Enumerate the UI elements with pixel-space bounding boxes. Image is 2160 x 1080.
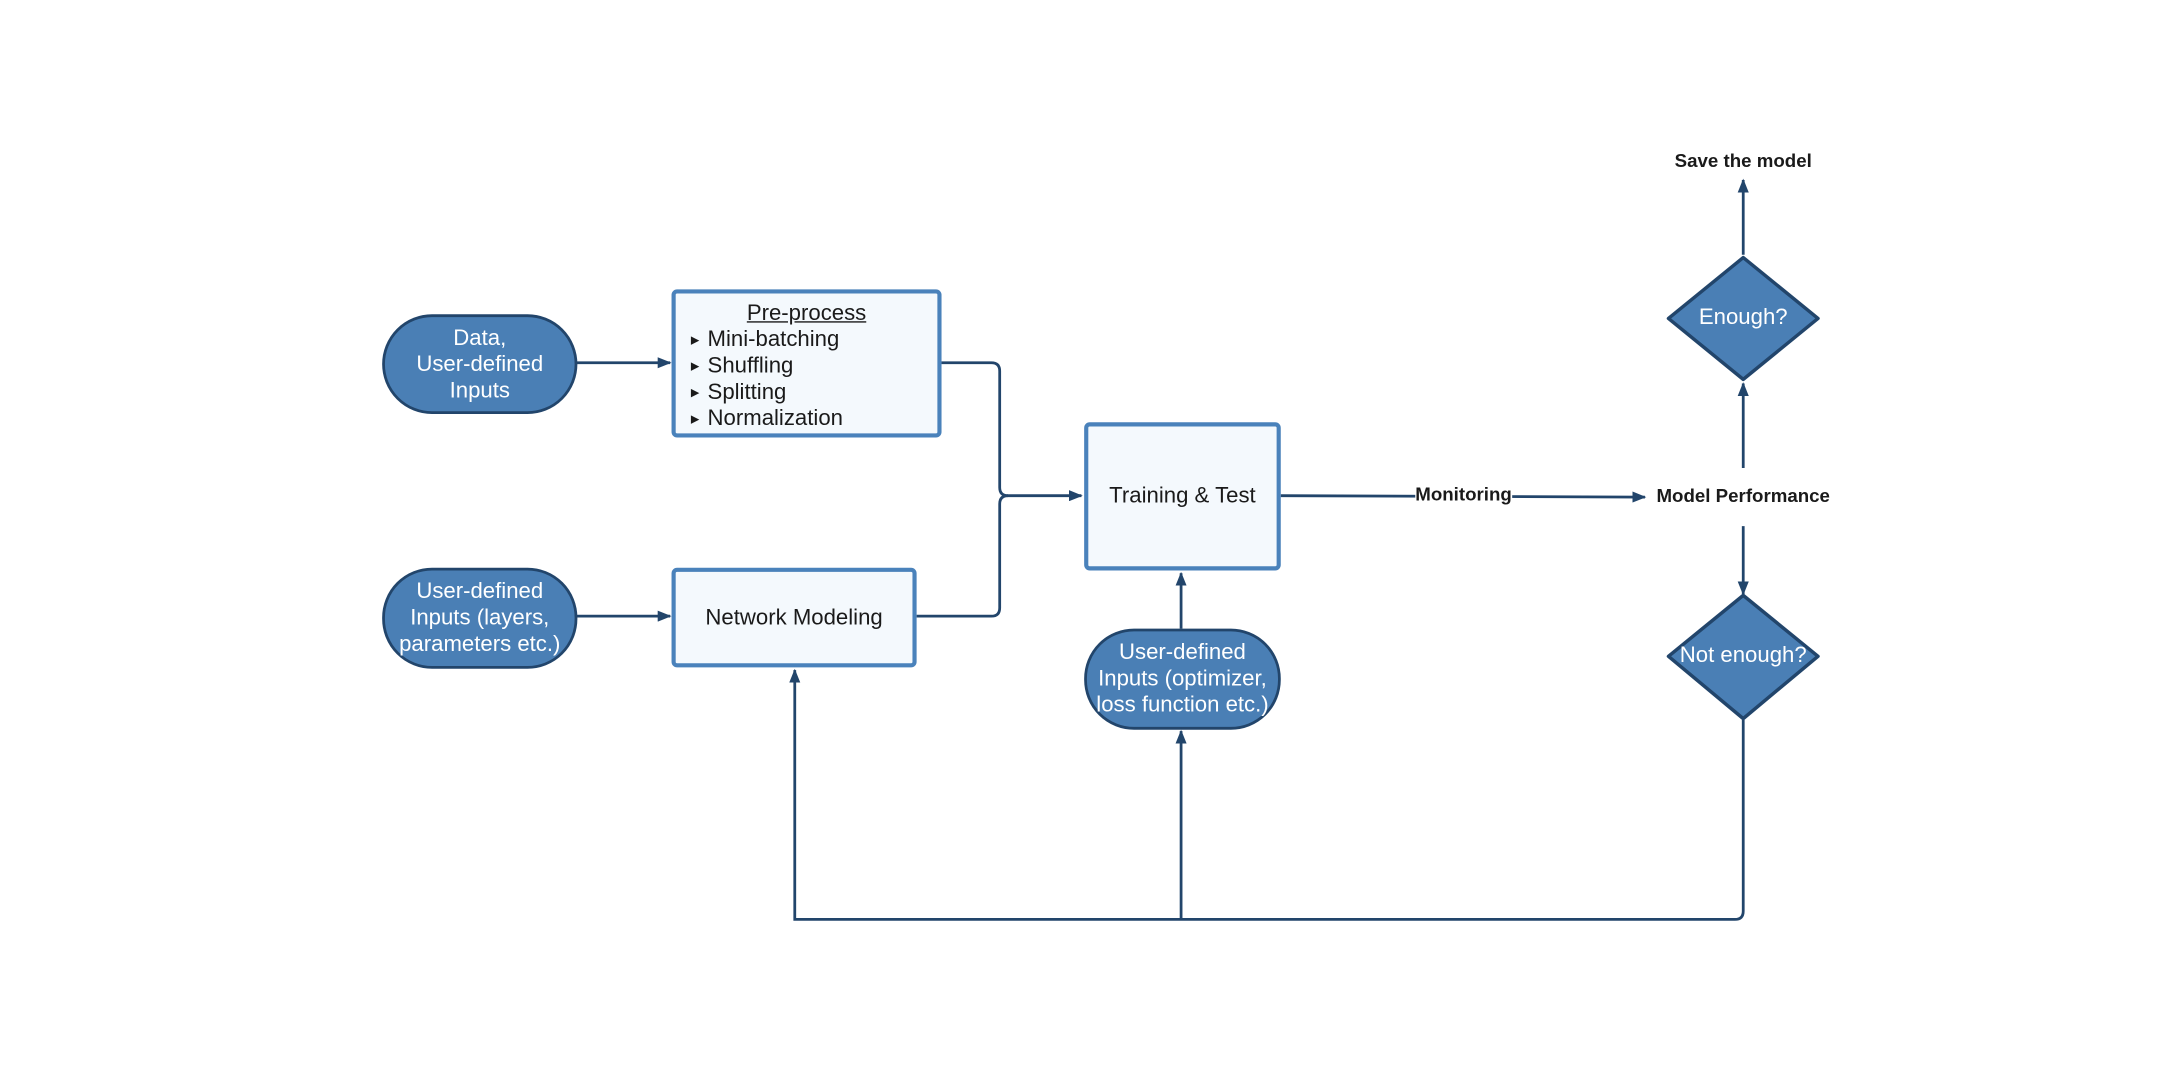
optimizer-inputs-line-3: loss function etc.) [1096,693,1269,718]
data-inputs-terminal: Data, User-defined Inputs [382,314,578,414]
bullet-icon: ▶ [690,412,700,426]
preprocess-step: ▶ Mini-batching [691,327,937,353]
optimizer-inputs-line-1: User-defined [1119,641,1246,665]
preprocess-step: ▶ Splitting [691,379,937,405]
enough-diamond [1666,255,1820,382]
preprocess-step-label: Splitting [707,380,787,405]
preprocess-steps: ▶ Mini-batching ▶ Shuffling ▶ Splitting ▶ No… [676,327,938,432]
layers-inputs-line-2: Inputs (layers, [410,606,550,630]
bullet-icon: ▶ [690,333,700,347]
preprocess-step: ▶ Normalization [691,406,937,432]
enough-label: Enough? [1698,305,1788,330]
data-inputs-line-2: User-defined [416,352,544,376]
optimizer-inputs-line-2: Inputs (optimizer, [1098,667,1267,691]
edge-preprocess-to-training [941,361,1083,502]
preprocess-title: Pre-process [746,301,867,326]
not-enough-diamond [1666,593,1820,721]
preprocess-step-label: Shuffling [707,354,794,378]
model-performance-label: Model Performance [1656,485,1830,507]
bullet-icon: ▶ [690,386,700,399]
bullet-icon: ▶ [690,359,700,373]
preprocess-box: Pre-process ▶ Mini-batching ▶ Shuffling ▶ S… [671,289,942,438]
monitoring-edge-label: Monitoring [1415,483,1512,505]
data-inputs-line-3: Inputs [449,378,510,403]
edge-not-enough-feedback [789,668,1745,921]
not-enough-label: Not enough? [1679,643,1807,668]
optimizer-inputs-terminal: User-defined Inputs (optimizer, loss fun… [1084,628,1281,730]
layers-inputs-line-1: User-defined [416,580,544,604]
training-test-box: Training & Test [1084,422,1281,571]
data-inputs-line-1: Data, [453,326,507,350]
preprocess-step-label: Mini-batching [707,328,840,352]
layers-inputs-terminal: User-defined Inputs (layers, parameters … [382,567,578,669]
layers-inputs-line-3: parameters etc.) [399,632,561,657]
training-test-label: Training & Test [1109,484,1256,509]
network-modeling-label: Network Modeling [705,605,883,630]
network-modeling-box: Network Modeling [671,567,917,668]
preprocess-step: ▶ Shuffling [691,353,937,379]
edge-network-modeling-to-training [916,494,1009,618]
preprocess-step-label: Normalization [707,407,843,431]
save-model-label: Save the model [1674,150,1812,171]
